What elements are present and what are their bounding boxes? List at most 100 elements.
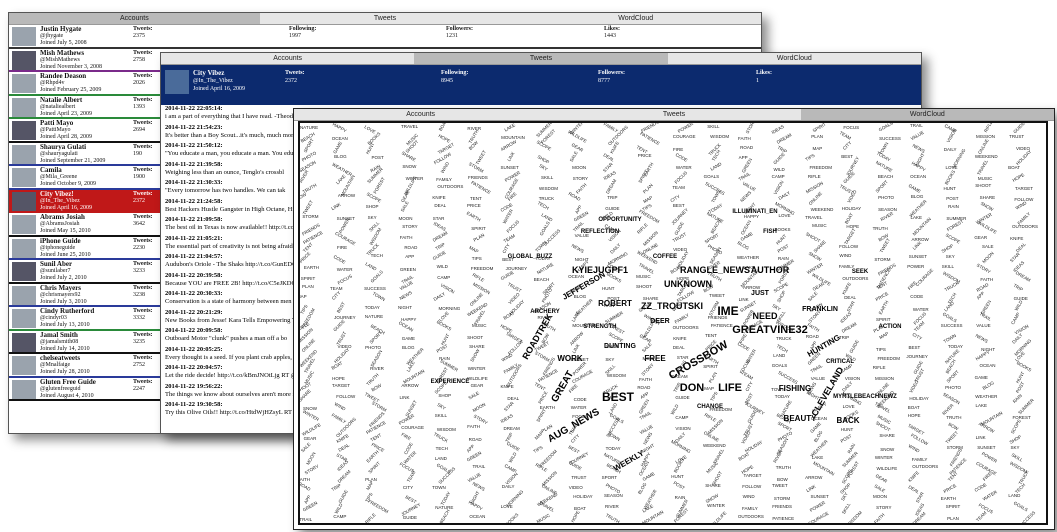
filler-word: STAR xyxy=(676,355,689,361)
filler-word: DEAL xyxy=(672,345,685,351)
tweet-item[interactable]: 2014-11-22 19:56:22:The things we know a… xyxy=(161,383,921,402)
filler-word: PLAN xyxy=(365,476,377,482)
filler-word: LAKE xyxy=(910,214,922,220)
filler-word: PLAN xyxy=(811,133,824,139)
account-joined: Joined October 9, 2009 xyxy=(40,181,96,187)
filler-word: WATER xyxy=(570,405,587,411)
avatar xyxy=(12,238,36,258)
filler-word: SHARE xyxy=(979,195,996,201)
filler-word: BLOG xyxy=(402,345,415,351)
filler-word: TRUST xyxy=(1009,133,1025,139)
tweet-timestamp: 2014-11-22 20:09:58: xyxy=(165,327,223,334)
filler-word: TODAY xyxy=(535,256,551,262)
filler-word: HUNT xyxy=(840,426,854,432)
filler-word: FOCUS xyxy=(843,124,860,130)
tweet-item[interactable]: 2014-11-22 21:05:21:The essential part o… xyxy=(161,235,921,254)
filler-word: JOURNEY xyxy=(334,315,356,321)
filler-word: TRUST xyxy=(571,474,587,480)
filler-word: STORM xyxy=(946,444,963,450)
filler-word: CODE xyxy=(573,396,587,402)
filler-word: MOON xyxy=(398,215,413,221)
filler-word: SPORT xyxy=(601,474,618,480)
filler-word: CAMP xyxy=(333,514,347,520)
filler-word: SKY xyxy=(605,356,615,362)
account-name: Camila xyxy=(40,166,62,174)
filler-word: HOLIDAY xyxy=(841,206,862,212)
tweet-timestamp: 2014-11-22 20:04:57: xyxy=(165,364,223,371)
filler-word: FOLLOW xyxy=(336,394,356,400)
filler-word: SUCCESS xyxy=(364,285,386,291)
tab-wordcloud[interactable]: WordCloud xyxy=(510,13,761,25)
filler-word: COURAGE xyxy=(401,425,425,431)
tweet-item[interactable]: 2014-11-22 21:50:12:"You educate a man, … xyxy=(161,142,921,161)
avatar xyxy=(12,309,36,328)
tweet-item[interactable]: 2014-11-22 20:04:57:Let the ride decide!… xyxy=(161,364,921,383)
filler-word: ARROW xyxy=(911,236,929,242)
tweet-item[interactable]: 2014-11-22 21:39:58:Weighing less than a… xyxy=(161,161,921,180)
filler-word: NATURE xyxy=(435,504,454,510)
cloud-word: DON xyxy=(680,382,705,394)
tweet-item[interactable]: 2014-11-22 20:39:58:Because YOU are FREE… xyxy=(161,272,921,291)
filler-word: FAITH xyxy=(467,423,480,429)
tab-accounts[interactable]: Accounts xyxy=(294,109,548,121)
filler-word: CAMP xyxy=(675,415,689,420)
tab-accounts[interactable]: Accounts xyxy=(9,13,260,25)
filler-word: FOCUS xyxy=(572,414,588,420)
tweets-count: 2247 xyxy=(133,385,145,392)
filler-word: RIVER xyxy=(370,365,384,371)
tab-tweets[interactable]: Tweets xyxy=(547,109,801,121)
filler-word: GEAR xyxy=(303,436,317,442)
filler-word: BEACH xyxy=(533,276,550,282)
tweet-item[interactable]: 2014-11-22 20:09:58:Outboard Motor "clun… xyxy=(161,327,921,346)
filler-word: SALE xyxy=(982,244,994,250)
filler-word: SPIRIT xyxy=(471,226,486,232)
filler-word: TODAY xyxy=(605,445,621,451)
avatar xyxy=(12,379,36,399)
tweet-item[interactable]: 2014-11-22 21:54:23:It's better than a B… xyxy=(161,124,921,143)
tweet-text: i am a part of everything that I have re… xyxy=(165,113,329,120)
filler-word: FRIENDS xyxy=(468,175,488,181)
tab-tweets[interactable]: Tweets xyxy=(414,53,668,65)
filler-word: DREAM xyxy=(671,374,688,380)
cloud-word: GLOBAL_BUZZ xyxy=(508,254,553,260)
filler-word: WEEKEND xyxy=(810,206,834,212)
avatar xyxy=(12,168,36,187)
filler-word: NATURE xyxy=(299,125,319,131)
filler-word: BOAT xyxy=(574,506,586,512)
filler-word: JOURNEY xyxy=(505,266,528,272)
tweets-count: 2230 xyxy=(133,244,145,251)
filler-word: VIDEO xyxy=(1016,145,1031,151)
filler-word: GEAR xyxy=(470,383,484,389)
tab-tweets[interactable]: Tweets xyxy=(259,13,511,25)
tweet-item[interactable]: 2014-11-22 20:21:29:New Books from Jesse… xyxy=(161,309,921,328)
tweet-item[interactable]: 2014-11-22 21:09:58:The best oil in Texa… xyxy=(161,216,921,235)
tweet-item[interactable]: 2014-11-22 19:30:58:Try this Olive Oils!… xyxy=(161,401,921,420)
account-joined: Joined September 21, 2009 xyxy=(40,157,106,164)
tab-wordcloud[interactable]: WordCloud xyxy=(800,109,1054,121)
account-joined: Joined November 3, 2008 xyxy=(40,63,102,70)
cloud-word: ARCHERY xyxy=(530,309,559,315)
filler-word: MISSION xyxy=(875,375,895,381)
filler-word: LAKE xyxy=(811,455,824,461)
account-handle: @AbramsJosiah xyxy=(40,221,80,227)
tweet-item[interactable]: 2014-11-22 20:30:33:Conservation is a st… xyxy=(161,290,921,309)
tab-accounts[interactable]: Accounts xyxy=(161,53,415,65)
tweet-item[interactable]: 2014-11-22 21:04:57:Audubon's Oriole - T… xyxy=(161,253,921,272)
account-joined: Joined July 3, 2010 xyxy=(40,298,87,305)
tweet-item[interactable]: 2014-11-22 22:05:14:i am a part of every… xyxy=(161,105,921,124)
filler-word: FAITH xyxy=(738,135,751,141)
cloud-word: EXPERIENCE xyxy=(431,379,470,385)
filler-word: MUSIC xyxy=(812,223,827,229)
avatar xyxy=(12,356,36,375)
filler-word: POWER xyxy=(907,263,925,269)
tweet-item[interactable]: 2014-11-22 21:24:58:Best Hackers Hustle … xyxy=(161,198,921,217)
filler-word: KNIFE xyxy=(500,383,514,389)
filler-word: SUNSET xyxy=(977,445,996,451)
tab-wordcloud[interactable]: WordCloud xyxy=(667,53,921,65)
filler-word: FAMILY xyxy=(742,506,758,512)
filler-word: DEAL xyxy=(507,395,520,401)
filler-word: TRAVEL xyxy=(805,214,823,220)
tweet-item[interactable]: 2014-11-22 20:05:25:Every thought is a s… xyxy=(161,346,921,365)
tweet-item[interactable]: 2014-11-22 21:30:33:"Every tomorrow has … xyxy=(161,179,921,198)
